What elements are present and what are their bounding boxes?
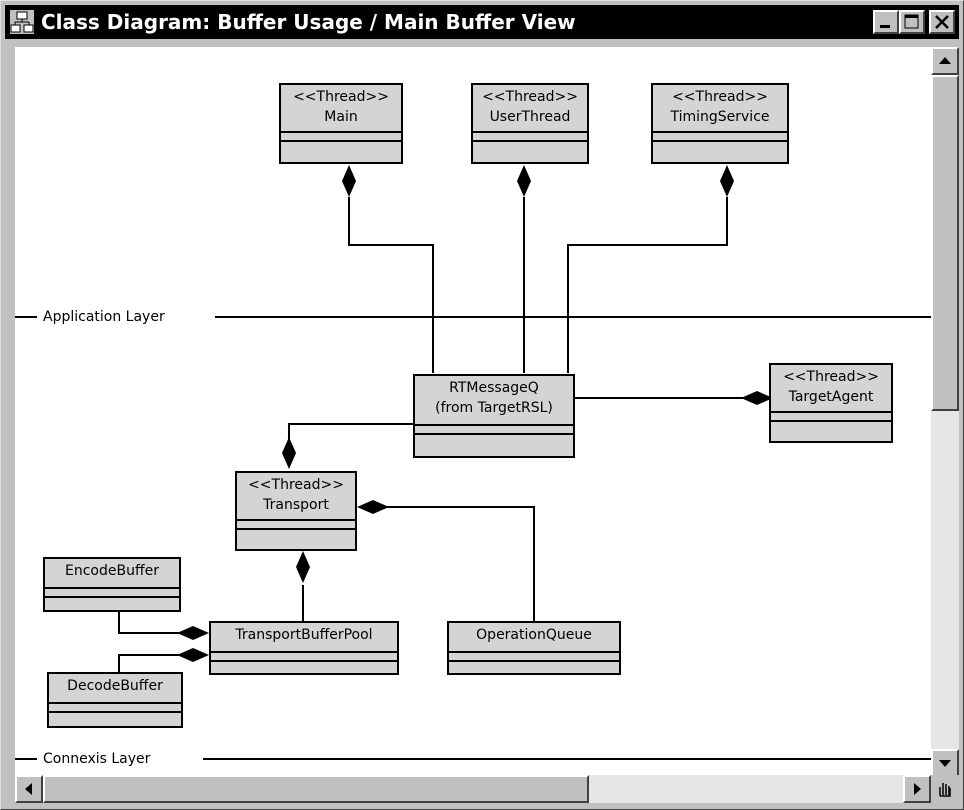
arrow-left-icon: [25, 783, 32, 795]
class-name: DecodeBuffer: [67, 678, 163, 694]
class-decode-buffer[interactable]: DecodeBuffer: [47, 672, 183, 728]
class-user-thread[interactable]: <<Thread>> UserThread: [471, 83, 589, 164]
composition-diamond: [720, 165, 734, 197]
class-name: Main: [324, 109, 358, 125]
stereotype-label: <<Thread>>: [783, 369, 879, 385]
class-rt-message-q[interactable]: RTMessageQ (from TargetRSL): [413, 374, 575, 458]
composition-diamond: [177, 648, 209, 662]
stereotype-label: <<Thread>>: [293, 89, 389, 105]
arrow-up-icon: [939, 57, 951, 64]
composition-diamond: [517, 165, 531, 197]
application-layer-label: Application Layer: [39, 308, 169, 326]
stereotype-label: <<Thread>>: [248, 477, 344, 493]
scroll-down-button[interactable]: [931, 749, 959, 777]
class-timing-service[interactable]: <<Thread>> TimingService: [651, 83, 789, 164]
class-transport-buffer-pool[interactable]: TransportBufferPool: [209, 621, 399, 675]
class-encode-buffer[interactable]: EncodeBuffer: [43, 557, 181, 612]
scroll-left-button[interactable]: [15, 775, 43, 803]
hand-cursor-icon: [939, 783, 951, 797]
class-name: UserThread: [489, 109, 571, 125]
composition-diamond: [282, 437, 296, 469]
stereotype-label: <<Thread>>: [482, 89, 578, 105]
class-name: EncodeBuffer: [65, 563, 159, 579]
arrow-right-icon: [914, 783, 921, 795]
class-name: Transport: [263, 497, 329, 513]
horizontal-scroll-thumb[interactable]: [43, 775, 589, 803]
class-main[interactable]: <<Thread>> Main: [279, 83, 403, 164]
maximize-icon: [904, 14, 919, 29]
class-diagram-icon: [10, 10, 34, 34]
composition-diamond: [177, 626, 209, 640]
class-name: OperationQueue: [476, 627, 592, 643]
title-bar[interactable]: Class Diagram: Buffer Usage / Main Buffe…: [5, 5, 959, 39]
close-icon: [935, 15, 949, 29]
class-name: TargetAgent: [788, 389, 874, 405]
stereotype-label: <<Thread>>: [672, 89, 768, 105]
maximize-button[interactable]: [899, 10, 925, 34]
class-target-agent[interactable]: <<Thread>> TargetAgent: [769, 363, 893, 443]
scroll-right-button[interactable]: [903, 775, 931, 803]
composition-diamond: [741, 391, 773, 405]
class-name: TransportBufferPool: [235, 627, 373, 643]
vertical-scrollbar[interactable]: [931, 47, 959, 777]
composition-diamond: [296, 551, 310, 583]
diagram-connectors: [15, 165, 931, 760]
scroll-up-button[interactable]: [931, 47, 959, 75]
close-button[interactable]: [929, 10, 955, 34]
class-name: TimingService: [670, 109, 770, 125]
class-name: RTMessageQ: [449, 380, 539, 396]
horizontal-scrollbar[interactable]: [15, 775, 931, 803]
class-transport[interactable]: <<Thread>> Transport: [235, 471, 357, 551]
class-operation-queue[interactable]: OperationQueue: [447, 621, 621, 675]
window-title: Class Diagram: Buffer Usage / Main Buffe…: [41, 10, 576, 34]
class-package: (from TargetRSL): [435, 400, 553, 416]
minimize-icon: [880, 25, 890, 28]
connexis-layer-label: Connexis Layer: [39, 750, 155, 768]
diagram-canvas[interactable]: Application Layer Connexis Layer <<Threa…: [15, 47, 931, 775]
composition-diamond: [342, 165, 356, 197]
arrow-down-icon: [939, 760, 951, 767]
minimize-button[interactable]: [873, 10, 899, 34]
resize-grip[interactable]: [931, 775, 959, 803]
vertical-scroll-thumb[interactable]: [931, 75, 959, 411]
composition-diamond: [357, 500, 389, 514]
